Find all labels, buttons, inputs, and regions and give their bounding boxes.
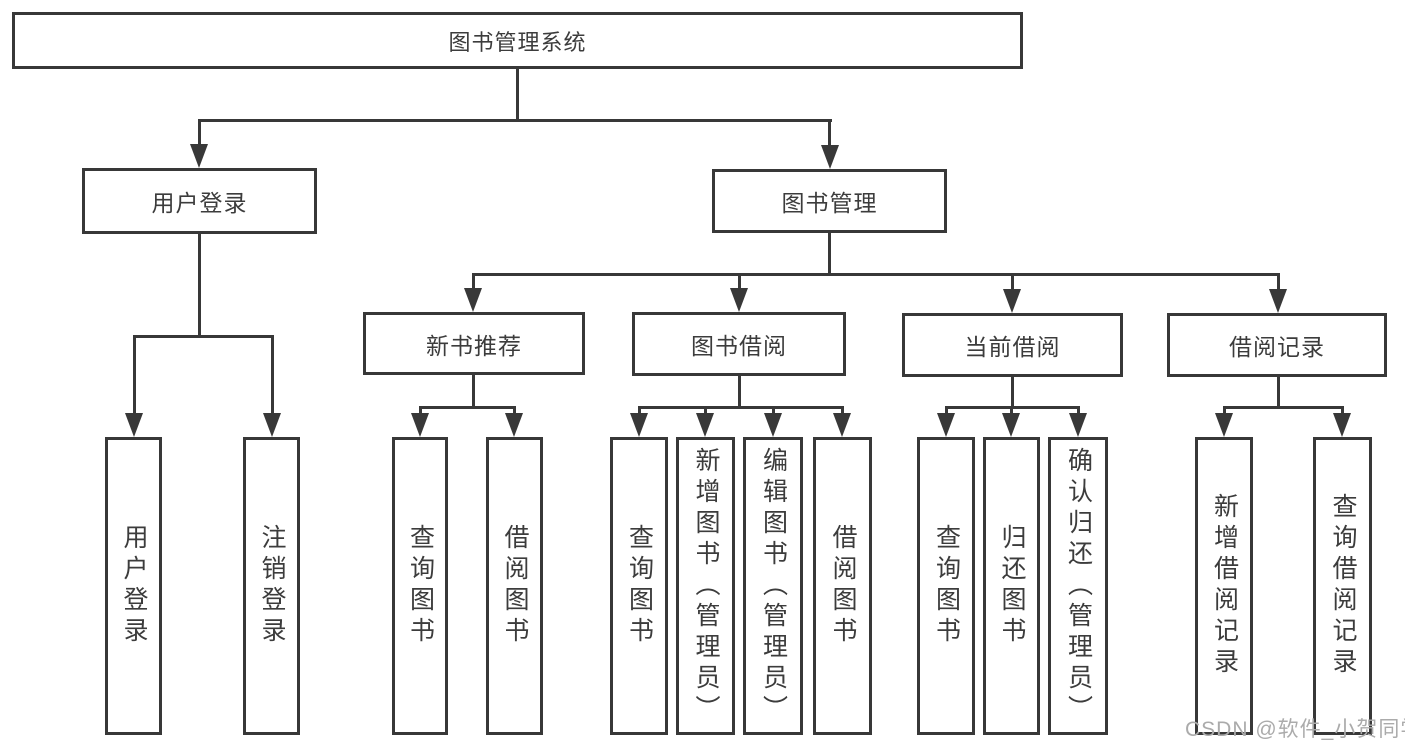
node-user-login-leaf: 用户登录 [105, 437, 162, 735]
connector-line [1340, 406, 1344, 418]
node-borrow-add-books-admin: 新增图书（管理员） [676, 437, 735, 735]
connector-line [944, 406, 948, 418]
connector-line [1222, 406, 1344, 409]
arrowhead-down-icon [505, 413, 523, 437]
connector-line [1010, 273, 1014, 294]
connector-line [1276, 377, 1280, 409]
arrowhead-down-icon [1215, 413, 1233, 437]
connector-line [828, 119, 831, 149]
arrowhead-down-icon [1069, 413, 1087, 437]
node-current-confirm-return-admin: 确认归还（管理员） [1048, 437, 1108, 735]
node-borrow-query-books: 查询图书 [610, 437, 668, 735]
connector-line [737, 376, 741, 409]
arrowhead-down-icon [125, 413, 143, 437]
node-borrow-edit-books-admin: 编辑图书（管理员） [743, 437, 803, 735]
connector-line [471, 273, 475, 293]
arrowhead-down-icon [764, 413, 782, 437]
arrowhead-down-icon [1269, 289, 1287, 313]
connector-line [418, 406, 516, 409]
node-newbook-query-books: 查询图书 [392, 437, 448, 735]
connector-line [771, 406, 775, 418]
connector-line [637, 406, 844, 409]
connector-line [1076, 406, 1080, 418]
connector-line [1010, 377, 1014, 409]
arrowhead-down-icon [411, 413, 429, 437]
connector-line [197, 119, 201, 148]
node-borrow-borrow-books: 借阅图书 [813, 437, 872, 735]
node-logout: 注销登录 [243, 437, 300, 735]
arrowhead-down-icon [1003, 289, 1021, 313]
connector-line [515, 69, 519, 122]
arrowhead-down-icon [1002, 413, 1020, 437]
node-book-management: 图书管理 [712, 169, 947, 233]
connector-line [197, 234, 201, 338]
connector-line [1276, 273, 1280, 294]
arrowhead-down-icon [190, 144, 208, 168]
node-records-add-borrow-record: 新增借阅记录 [1195, 437, 1253, 735]
csdn-watermark: CSDN @软件_小贺同学 [1185, 718, 1405, 741]
arrowhead-down-icon [1333, 413, 1351, 437]
connector-line [1222, 406, 1226, 418]
connector-line [197, 119, 832, 122]
connector-line [840, 406, 844, 418]
connector-line [1009, 406, 1013, 418]
connector-line [132, 335, 274, 338]
node-current-return-books: 归还图书 [983, 437, 1040, 735]
connector-line [637, 406, 641, 418]
arrowhead-down-icon [263, 413, 281, 437]
arrowhead-down-icon [630, 413, 648, 437]
node-newbook-borrow-books: 借阅图书 [486, 437, 543, 735]
arrowhead-down-icon [937, 413, 955, 437]
connector-line [418, 406, 422, 418]
connector-line [703, 406, 707, 418]
node-new-book-recommendation: 新书推荐 [363, 312, 585, 375]
node-library-management-system: 图书管理系统 [12, 12, 1023, 69]
arrowhead-down-icon [464, 288, 482, 312]
arrowhead-down-icon [696, 413, 714, 437]
connector-line [828, 233, 831, 276]
node-borrowing-records: 借阅记录 [1167, 313, 1387, 377]
node-user-login: 用户登录 [82, 168, 317, 234]
connector-line [132, 335, 136, 417]
arrowhead-down-icon [730, 288, 748, 312]
connector-line [471, 273, 1280, 276]
connector-line [512, 406, 516, 418]
node-current-query-books: 查询图书 [917, 437, 975, 735]
node-current-borrowing: 当前借阅 [902, 313, 1123, 377]
node-records-query-borrow-record: 查询借阅记录 [1313, 437, 1372, 735]
node-book-borrowing: 图书借阅 [632, 312, 846, 376]
arrowhead-down-icon [820, 145, 839, 169]
connector-line [471, 375, 475, 409]
connector-line [737, 273, 741, 293]
arrowhead-down-icon [833, 413, 851, 437]
connector-line [270, 335, 274, 417]
